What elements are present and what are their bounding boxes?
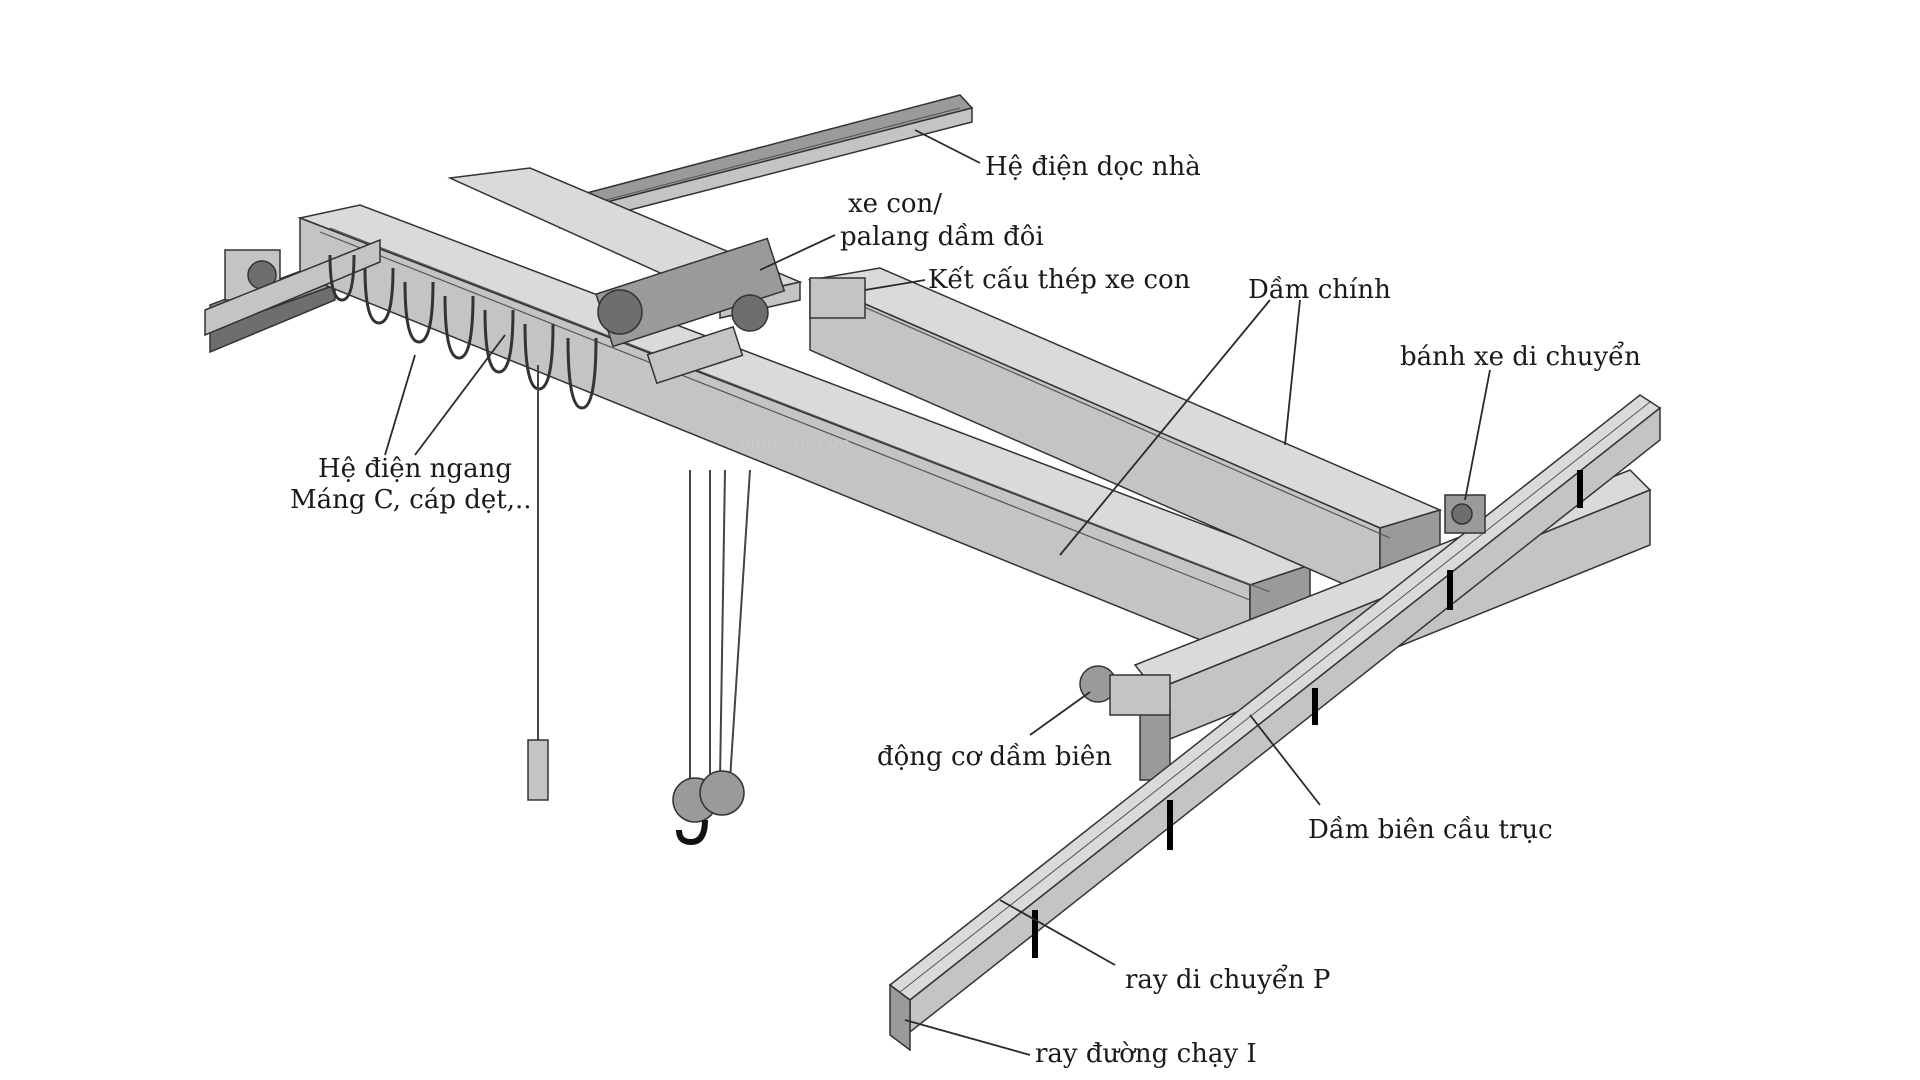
label-dam-bien: Dầm biên cầu trục — [1308, 815, 1553, 845]
label-dong-co: động cơ dầm biên — [877, 742, 1112, 772]
hoist-trolley — [595, 237, 866, 385]
label-ket-cau-thep: Kết cấu thép xe con — [928, 265, 1191, 295]
label-banh-xe: bánh xe di chuyển — [1400, 341, 1641, 372]
rear-runway-rail — [204, 238, 381, 337]
leader-lines — [384, 129, 1491, 1056]
hook-block — [672, 469, 751, 846]
label-ray-p: ray di chuyển P — [1125, 964, 1330, 995]
label-he-dien-ngang-line2: Máng C, cáp dẹt,.. — [290, 485, 532, 515]
label-xe-con-line2: palang dầm đôi — [840, 222, 1044, 252]
festoon-cables — [328, 254, 598, 410]
runway-rail — [888, 394, 1662, 1052]
travel-wheel — [1444, 494, 1486, 534]
label-he-dien-doc-nha: Hệ điện dọc nhà — [985, 152, 1201, 182]
longitudinal-busbar — [558, 94, 974, 229]
pendant-control — [527, 365, 549, 801]
main-girder-rear — [807, 267, 1443, 602]
label-dam-chinh: Dầm chính — [1248, 275, 1391, 305]
label-he-dien-ngang-line1: Hệ điện ngang — [318, 454, 512, 484]
watermark: vinh.com.vn — [740, 434, 850, 455]
label-ray-i: ray đường chạy I — [1035, 1039, 1257, 1069]
label-xe-con-line1: xe con/ — [848, 189, 942, 219]
